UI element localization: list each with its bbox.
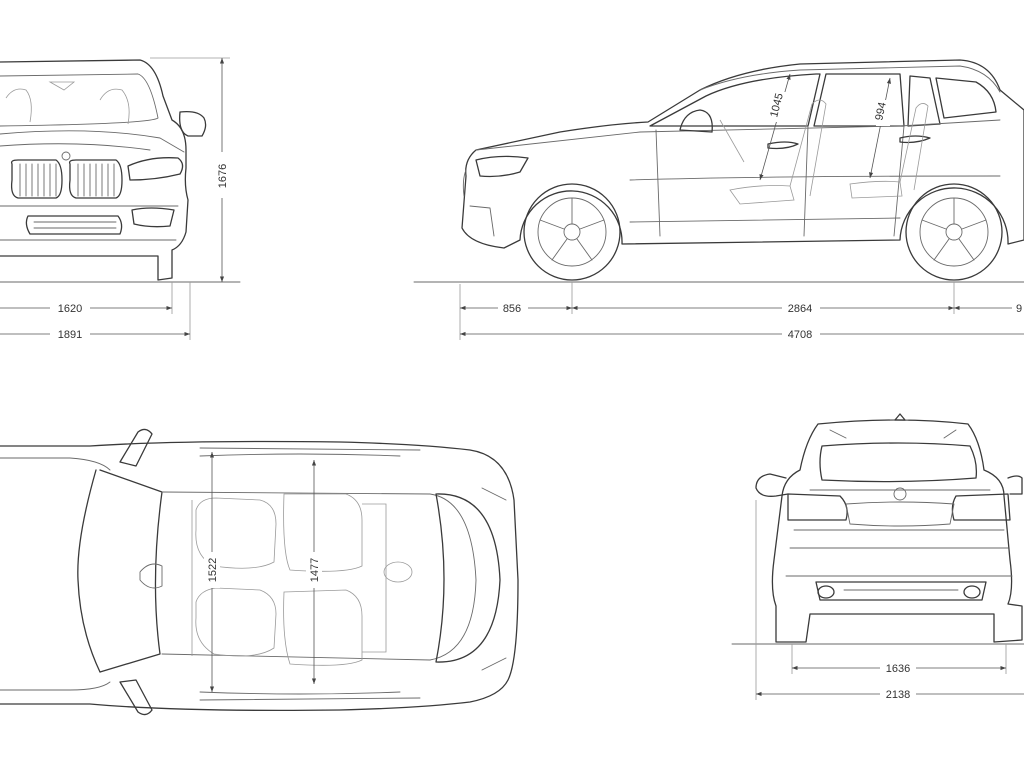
top-body-outline [0, 440, 519, 712]
wheelbase-label: 2864 [788, 303, 812, 315]
side-mirror [679, 109, 713, 133]
front-height-label: 1676 [217, 164, 229, 188]
front-track-label: 1620 [58, 303, 82, 315]
exhaust-right [963, 585, 981, 599]
rear-view [731, 413, 1024, 645]
side-length-dimensions: 856 2864 9 4708 [459, 282, 1024, 341]
rear-mirror-left [755, 473, 789, 497]
side-windows [649, 73, 997, 127]
front-view [0, 59, 241, 283]
rear-dimensions: 1636 2138 [755, 500, 1024, 701]
top-mirror-right [119, 679, 153, 716]
front-body-outline [0, 59, 189, 281]
length-label: 4708 [788, 329, 812, 341]
front-emblem [61, 151, 71, 161]
front-wheel [523, 183, 621, 281]
rear-body-outline [771, 419, 1023, 643]
front-dimensions: 1620 1891 1676 [0, 57, 230, 341]
rear-interior-width-label: 1477 [309, 558, 321, 582]
top-dimensions: 1522 1477 [204, 452, 322, 692]
front-windscreen [0, 73, 159, 127]
exhaust-left [817, 585, 835, 599]
kidney-grille [10, 159, 123, 199]
front-headlight [127, 157, 184, 181]
front-width-label: 1891 [58, 329, 82, 341]
front-mirror [179, 110, 207, 137]
side-view [413, 59, 1024, 283]
side-body-outline [461, 59, 1024, 249]
front-headroom-label: 1045 [768, 92, 786, 119]
rear-track-label: 1636 [886, 663, 910, 675]
rear-width-label: 2138 [886, 689, 910, 701]
rear-wheel [905, 183, 1003, 281]
rear-headroom-label: 994 [873, 101, 889, 121]
front-interior-width-label: 1522 [207, 558, 219, 582]
rear-overhang-label: 9 [1016, 303, 1022, 315]
rear-window [819, 442, 978, 483]
top-view [0, 428, 519, 716]
rear-emblem [893, 487, 907, 501]
front-overhang-label: 856 [503, 303, 521, 315]
side-headroom-dimensions: 1045 994 [759, 73, 891, 181]
top-seats [191, 493, 413, 666]
top-mirror-left [119, 428, 153, 467]
